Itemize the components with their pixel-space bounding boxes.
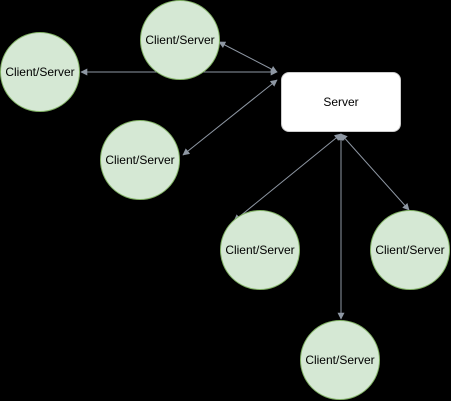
- edge-server-c1: [218, 41, 278, 73]
- server-node[interactable]: Server: [281, 72, 401, 132]
- client-server-node-4[interactable]: Client/Server: [220, 210, 300, 290]
- server-label: Server: [323, 95, 359, 109]
- edge-server-c5: [340, 133, 410, 211]
- client-server-node-2[interactable]: Client/Server: [0, 32, 80, 112]
- client-server-label: Client/Server: [375, 243, 445, 257]
- client-server-node-5[interactable]: Client/Server: [370, 210, 450, 290]
- edge-server-c3: [182, 79, 278, 156]
- client-server-label: Client/Server: [105, 153, 175, 167]
- client-server-label: Client/Server: [145, 33, 215, 47]
- client-server-node-3[interactable]: Client/Server: [100, 120, 180, 200]
- edge-server-c4: [233, 133, 342, 222]
- client-server-label: Client/Server: [305, 353, 375, 367]
- client-server-node-1[interactable]: Client/Server: [140, 0, 220, 80]
- client-server-label: Client/Server: [225, 243, 295, 257]
- client-server-node-6[interactable]: Client/Server: [300, 320, 380, 400]
- client-server-label: Client/Server: [5, 65, 75, 79]
